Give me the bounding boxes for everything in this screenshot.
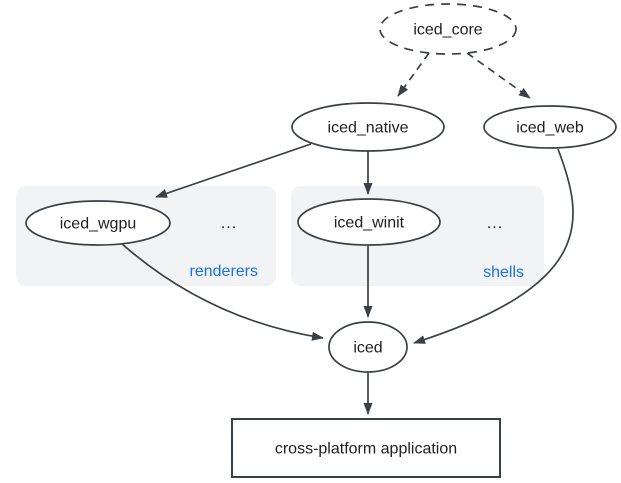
shells-ellipsis: ... (487, 215, 503, 232)
node-iced-core: iced_core (379, 3, 517, 55)
node-iced: iced (328, 321, 408, 373)
node-iced-web-label: iced_web (516, 120, 584, 137)
edge-web-to-iced (413, 148, 574, 344)
node-iced-web: iced_web (483, 105, 617, 149)
node-iced-wgpu-label: iced_wgpu (60, 216, 137, 233)
edge-core-to-web (466, 52, 531, 99)
node-iced-label: iced (353, 340, 382, 357)
node-application-label: cross-platform application (275, 441, 457, 458)
renderers-group-label: renderers (190, 263, 258, 280)
node-iced-winit-label: iced_winit (334, 215, 405, 232)
node-application: cross-platform application (231, 418, 501, 478)
renderers-ellipsis: ... (221, 215, 237, 232)
edge-wgpu-to-iced (120, 242, 324, 341)
node-iced-core-label: iced_core (413, 22, 482, 39)
edge-core-to-native (397, 52, 430, 97)
shells-group-label: shells (483, 264, 524, 281)
node-iced-native-label: iced_native (328, 120, 409, 137)
node-iced-winit: iced_winit (297, 198, 441, 246)
node-iced-wgpu: iced_wgpu (25, 200, 171, 246)
edge-native-to-wgpu (155, 143, 312, 198)
node-iced-native: iced_native (291, 102, 445, 152)
